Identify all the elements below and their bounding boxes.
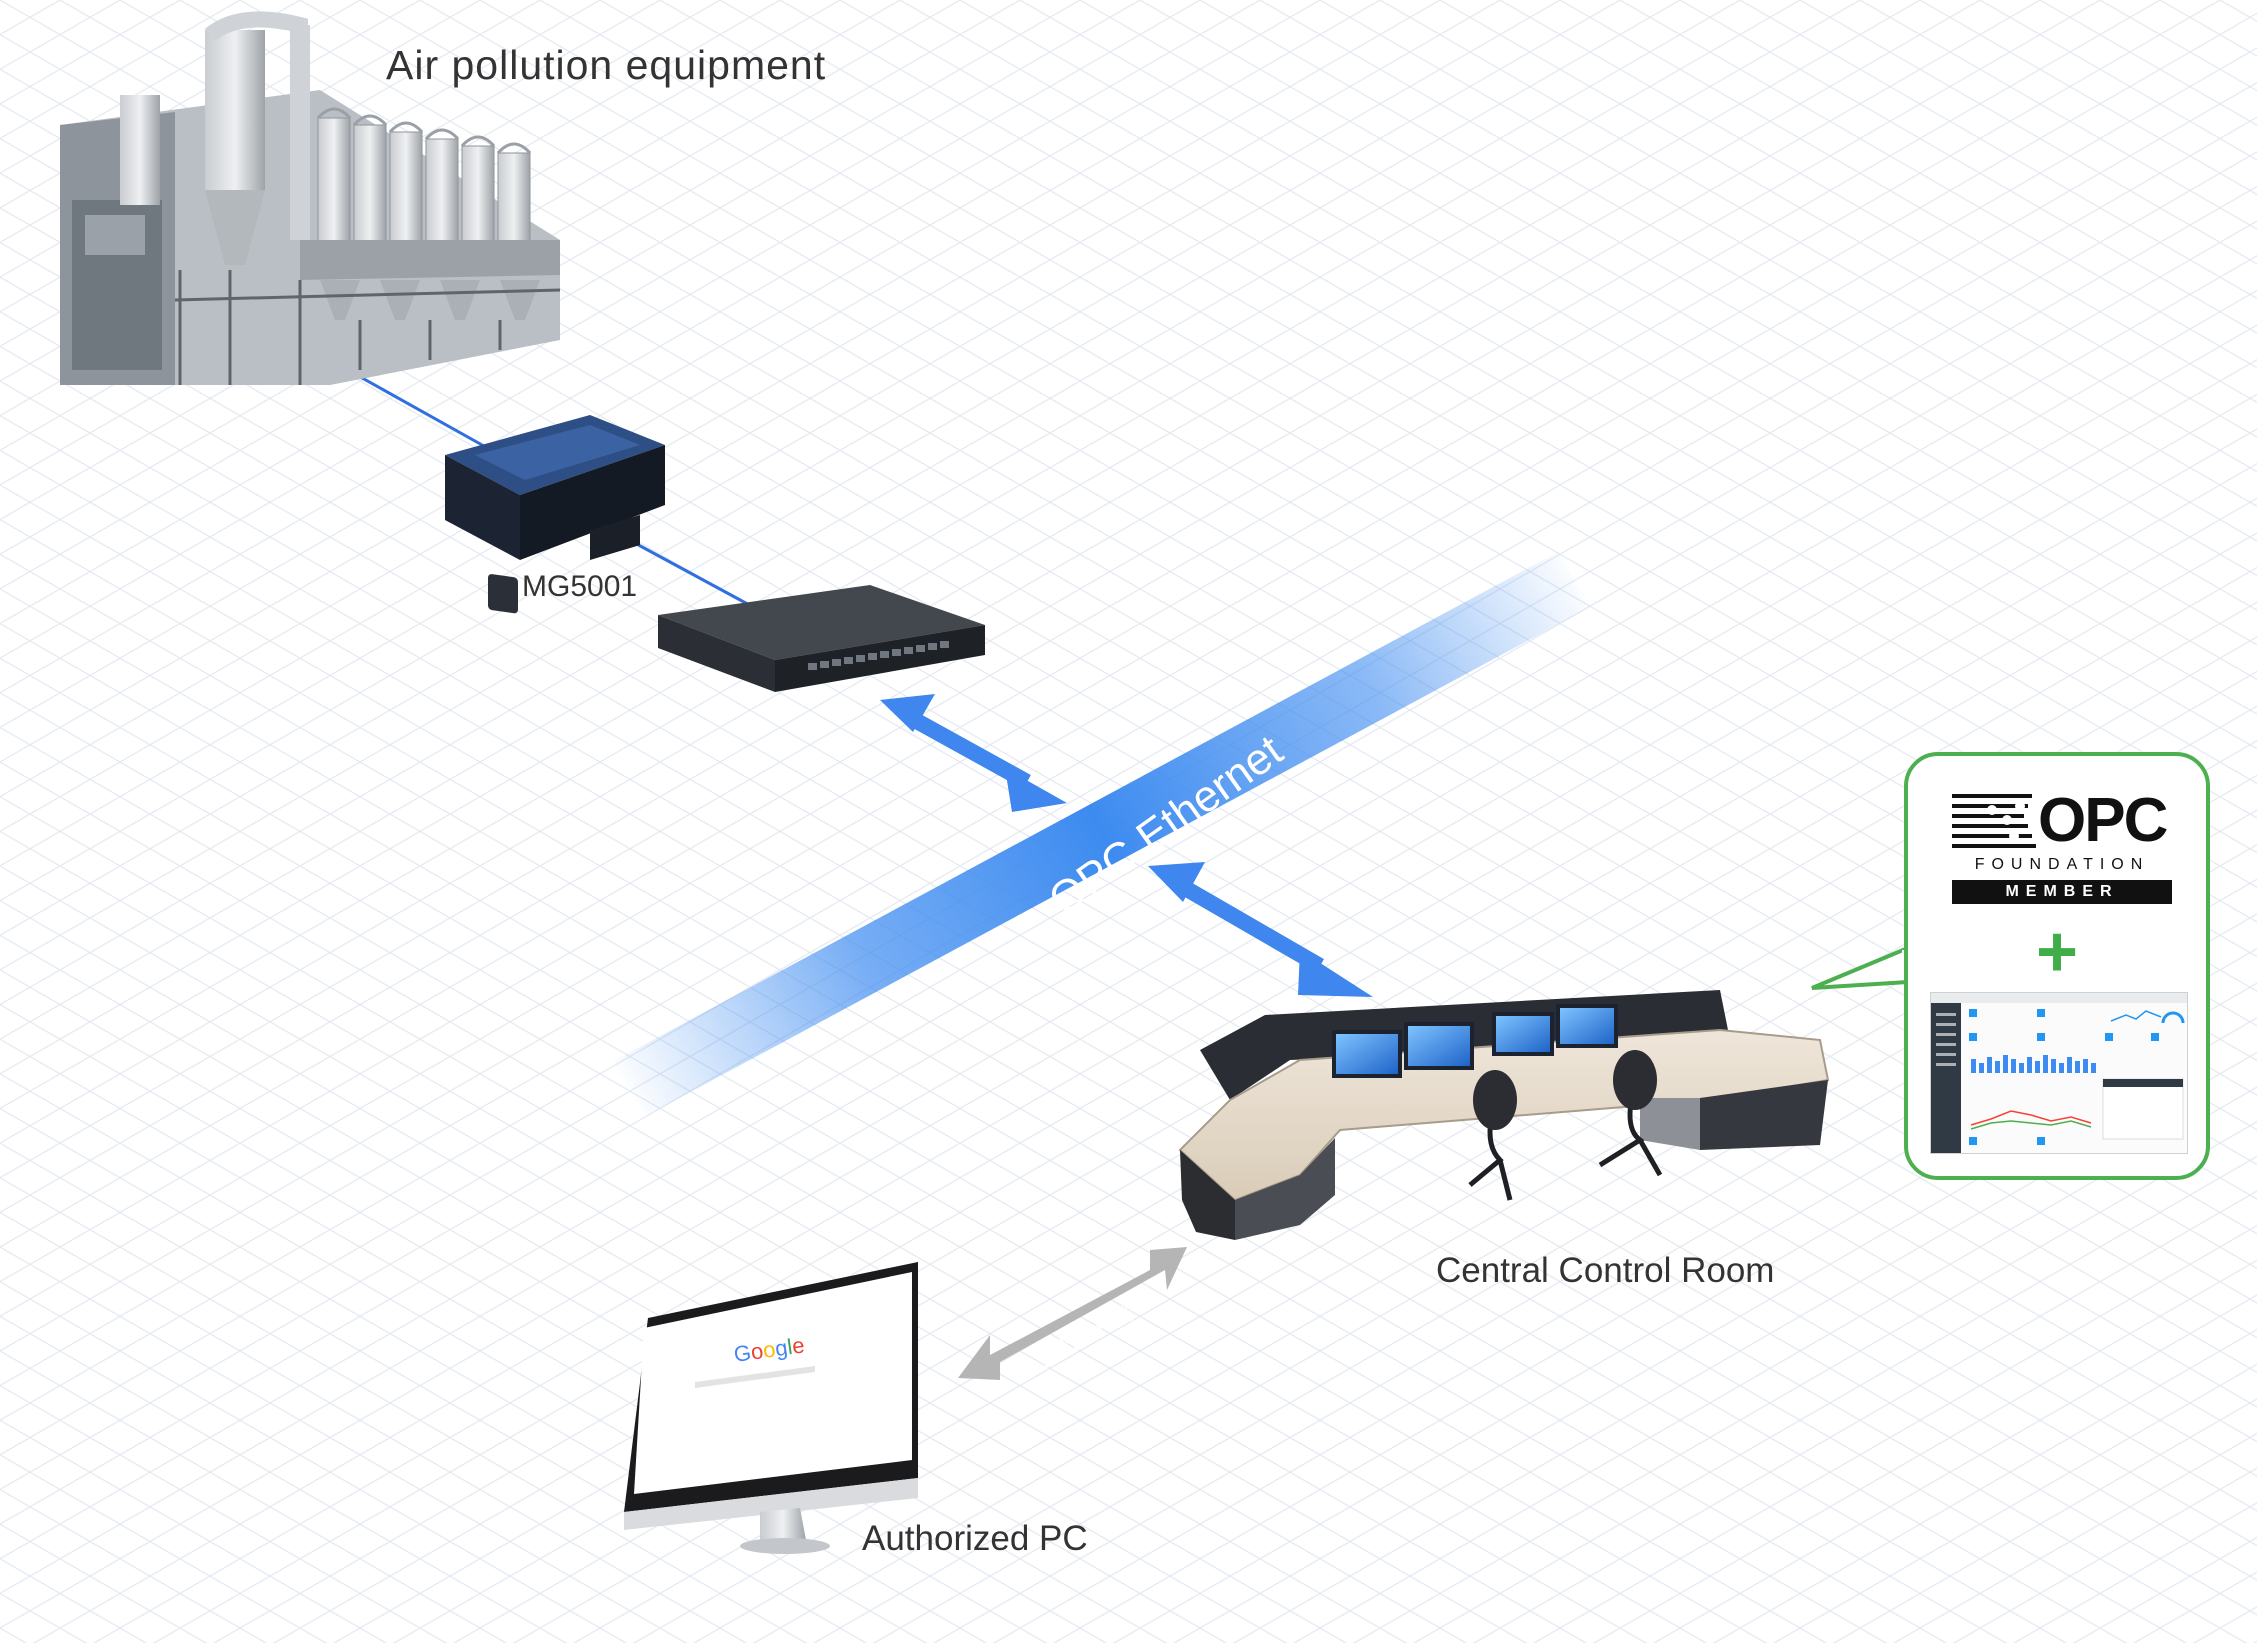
opc-foundation-text: FOUNDATION: [1974, 856, 2150, 873]
authorized-pc-label: Authorized PC: [862, 1519, 1088, 1558]
opc-foundation-member-logo: OPC FOUNDATION MEMBER: [1952, 790, 2172, 910]
arrow-opc-band-to-control-room: [1148, 862, 1373, 997]
cable-gateway-switch: [619, 533, 756, 610]
central-control-room-label: Central Control Room: [1436, 1251, 1775, 1290]
air-pollution-equipment-label: Air pollution equipment: [386, 42, 827, 88]
opc-member-text: MEMBER: [1952, 880, 2172, 904]
mg5001-gateway-image: [445, 415, 665, 614]
dashboard-preview: [1931, 993, 2187, 1153]
scada-dashboard-thumbnail: [1930, 992, 2188, 1154]
ethernet-arrow: [958, 1247, 1187, 1380]
opc-member-callout: OPC FOUNDATION MEMBER +: [1904, 752, 2210, 1180]
plus-icon: +: [2035, 912, 2079, 992]
air-pollution-equipment-image: [60, 11, 561, 385]
network-switch-image: [658, 585, 985, 692]
arrow-switch-to-opc-band: [880, 694, 1067, 812]
mg5001-label: MG5001: [522, 570, 638, 603]
authorized-pc-image: Google: [624, 1262, 918, 1554]
opc-ethernet-band: [612, 552, 1592, 1116]
central-control-room-image: [1178, 990, 1830, 1240]
opc-logo-stripes-icon: [1952, 794, 2036, 848]
opc-logo-text: OPC: [2038, 786, 2168, 855]
